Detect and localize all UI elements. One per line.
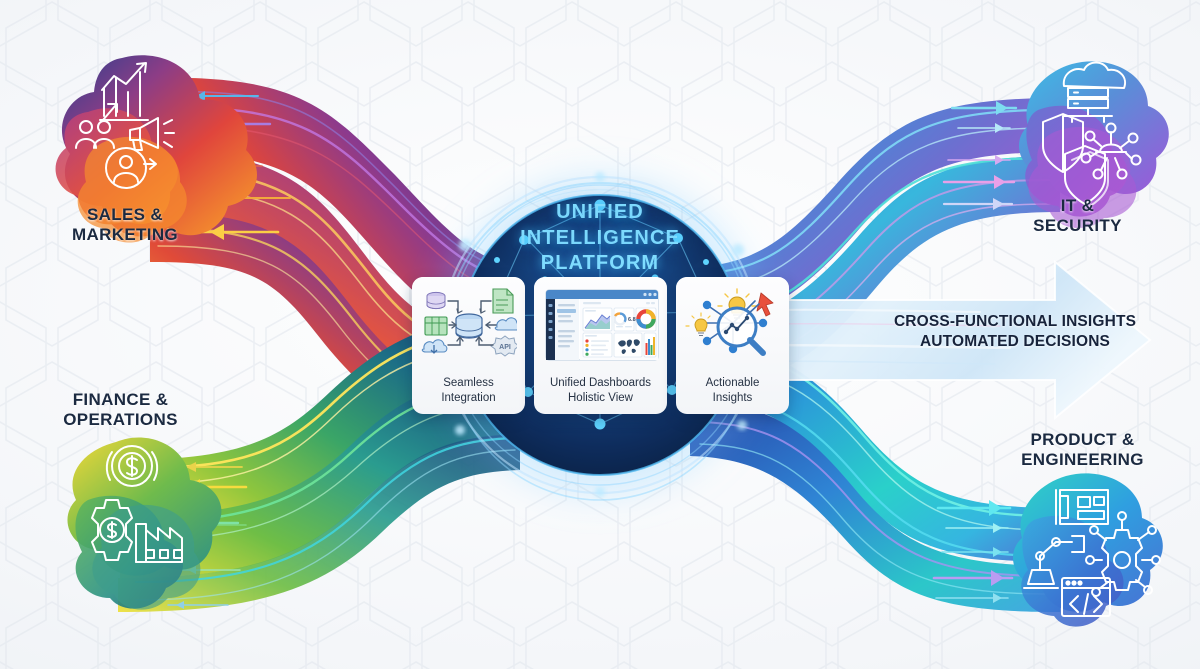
bar-chart-growth-icon	[99, 62, 149, 121]
blob-it-security	[1018, 61, 1169, 229]
blob-finance-operations	[67, 437, 222, 610]
card-label-unified-dashboards: Unified Dashboards Holistic View	[549, 377, 651, 404]
blueprint-icon	[1055, 489, 1109, 525]
destination-label-product-engineering: PRODUCT & ENGINEERING	[1021, 430, 1144, 470]
svg-text:API: API	[499, 344, 511, 351]
code-window-icon	[1061, 577, 1111, 617]
hub-title: UNIFIED INTELLIGENCE PLATFORM	[520, 201, 680, 275]
svg-text:6.8: 6.8	[628, 317, 636, 323]
destination-label-it-security: IT & SECURITY	[1033, 196, 1122, 236]
customer-target-icon	[75, 103, 118, 149]
user-profile-icon	[105, 147, 157, 189]
network-nodes-icon	[1080, 122, 1142, 180]
card-label-actionable-insights: Actionable Insights	[705, 377, 760, 404]
blob-product-engineering	[1012, 473, 1163, 627]
shield-layered-icon	[1064, 145, 1109, 207]
megaphone-icon	[129, 117, 175, 151]
card-label-seamless-integration: Seamless Integration	[441, 377, 496, 404]
magnifier-insights-icon	[684, 287, 781, 361]
dashboard-screen-icon: 6.8	[542, 287, 660, 363]
feature-cards: API Seamless Integration	[412, 277, 789, 414]
source-label-sales-marketing: SALES & MARKETING	[72, 205, 178, 245]
source-label-finance-operations: FINANCE & OPERATIONS	[63, 390, 178, 430]
factory-icon	[135, 523, 183, 563]
robot-arm-icon	[1023, 535, 1085, 589]
blob-sales-marketing	[55, 55, 258, 243]
lightbulb-small-icon	[684, 312, 711, 337]
card-unified-dashboards[interactable]: 6.8	[534, 277, 667, 414]
gear-dollar-icon	[91, 499, 133, 561]
outcome-arrow-caption: CROSS-FUNCTIONAL INSIGHTS AUTOMATED DECI…	[893, 313, 1137, 351]
card-actionable-insights[interactable]: Actionable Insights	[676, 277, 789, 414]
data-integration-icon: API	[421, 287, 517, 361]
dollar-coin-icon	[105, 445, 159, 487]
card-seamless-integration[interactable]: API Seamless Integration	[412, 277, 525, 414]
gear-network-icon	[1085, 511, 1161, 597]
